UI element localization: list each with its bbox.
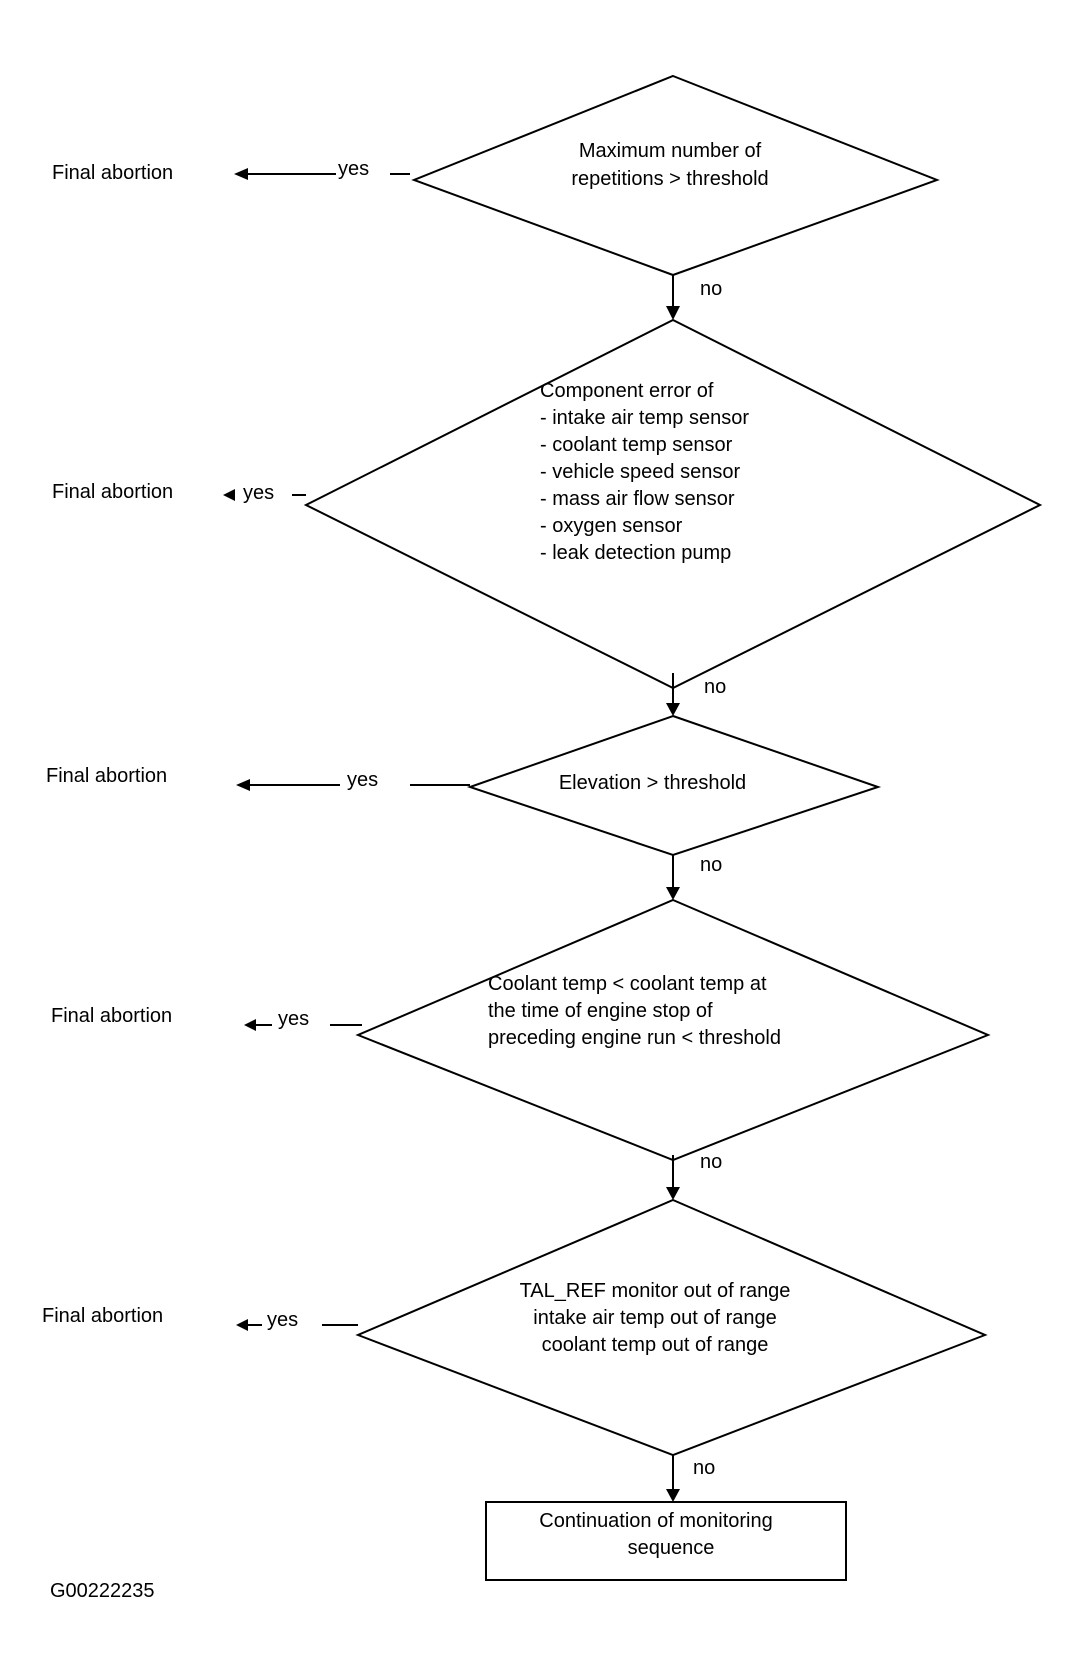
continuation-text: Continuation of monitoring sequence [486,1510,826,1559]
decision-3-no-label: no [700,854,723,876]
decision-4-line-1: Coolant temp < coolant temp at [488,973,767,995]
final-abortion-label-4: Final abortion [51,1005,173,1027]
continuation-line-1: Continuation of monitoring [539,1510,773,1532]
yes-arrow-4 [244,1019,362,1031]
no-connector-4 [666,1155,680,1200]
decision-2-item-4: - mass air flow sensor [540,488,735,510]
decision-5-line-2: intake air temp out of range [533,1307,777,1329]
continuation-box [485,1501,847,1581]
decision-2-item-1: - intake air temp sensor [540,407,749,429]
no-connector-1 [666,275,680,320]
decision-4-line-3: preceding engine run < threshold [488,1027,781,1049]
decision-2-item-2: - coolant temp sensor [540,434,733,456]
decision-5-no-label: no [693,1457,716,1479]
decision-2-item-5: - oxygen sensor [540,515,683,537]
decision-3-text: Elevation > threshold [558,772,747,794]
decision-2-item-3: - vehicle speed sensor [540,461,741,483]
yes-arrow-3 [236,779,470,791]
decision-2-yes-label: yes [243,482,275,504]
yes-arrow-2 [223,489,306,501]
final-abortion-label-2: Final abortion [52,481,174,503]
decision-2-item-6: - leak detection pump [540,542,732,564]
decision-5-yes-label: yes [267,1309,299,1331]
decision-1-no-label: no [700,278,723,300]
no-connector-3 [666,855,680,900]
decision-3-yes-label: yes [347,769,379,791]
decision-5-text: TAL_REF monitor out of range intake air … [465,1280,845,1356]
no-connector-5 [666,1455,680,1502]
decision-5-line-1: TAL_REF monitor out of range [519,1280,791,1302]
figure-id: G00222235 [50,1580,155,1602]
final-abortion-label-3: Final abortion [46,765,168,787]
continuation-line-2: sequence [627,1537,715,1559]
final-abortion-label-5: Final abortion [42,1305,164,1327]
decision-2-heading: Component error of [540,380,714,402]
decision-1-yes-label: yes [338,158,370,180]
decision-4-line-2: the time of engine stop of [488,1000,713,1022]
decision-1-line-2: repetitions > threshold [571,168,769,190]
decision-2-no-label: no [704,676,727,698]
yes-arrow-1 [234,168,410,180]
decision-4-yes-label: yes [278,1008,310,1030]
decision-1-text: Maximum number of repetitions > threshol… [500,140,840,190]
final-abortion-label-1: Final abortion [52,162,174,184]
no-connector-2 [666,673,680,716]
decision-1-line-1: Maximum number of [578,140,762,162]
yes-arrow-5 [236,1319,358,1331]
decision-4-no-label: no [700,1151,723,1173]
decision-5-line-3: coolant temp out of range [541,1334,769,1356]
